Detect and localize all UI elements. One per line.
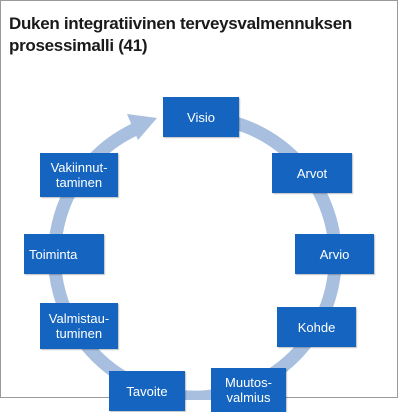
step-arvio: Arvio: [295, 234, 374, 274]
figure-title: Duken integratiivinen terveysvalmennukse…: [9, 14, 352, 55]
cycle-arrowhead: [127, 114, 157, 140]
step-kohde: Kohde: [277, 307, 356, 347]
step-visio: Visio: [163, 97, 239, 137]
step-vakiinnuttaminen: Vakiinnut- taminen: [40, 153, 118, 197]
step-tavoite: Tavoite: [109, 371, 185, 411]
step-toiminta: Toiminta: [24, 234, 104, 274]
step-valmistautuminen: Valmistau- tuminen: [40, 303, 118, 349]
step-arvot: Arvot: [272, 153, 352, 193]
step-muutosvalmius: Muutos- valmius: [211, 368, 286, 412]
